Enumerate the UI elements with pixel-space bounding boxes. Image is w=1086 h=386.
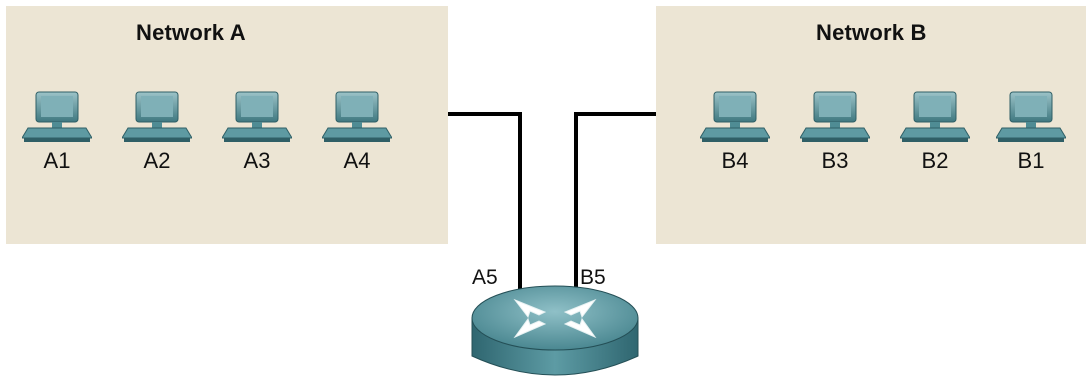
cable-b <box>574 112 656 300</box>
host-label: A4 <box>343 148 371 173</box>
host-b3[interactable]: B3 <box>800 88 870 188</box>
pc-icon <box>122 91 192 142</box>
host-b4[interactable]: B4 <box>700 88 770 188</box>
router[interactable] <box>470 282 640 381</box>
pc-icon <box>22 91 92 142</box>
pc-icon <box>700 91 770 142</box>
network-b-box: Network B B4 B3 <box>656 6 1086 244</box>
port-label-a5: A5 <box>472 266 498 289</box>
host-label: B4 <box>721 148 749 173</box>
host-label: B3 <box>821 148 849 173</box>
host-a4[interactable]: A4 <box>322 88 392 188</box>
host-a3[interactable]: A3 <box>222 88 292 188</box>
host-label: A1 <box>43 148 71 173</box>
network-a-box: Network A A1 <box>6 6 448 244</box>
router-icon <box>471 285 639 376</box>
host-label: A3 <box>243 148 271 173</box>
pc-icon <box>800 91 870 142</box>
host-b1[interactable]: B1 <box>996 88 1066 188</box>
cable-a <box>448 112 522 300</box>
pc-icon <box>900 91 970 142</box>
port-label-b5: B5 <box>580 266 606 289</box>
host-b2[interactable]: B2 <box>900 88 970 188</box>
host-a2[interactable]: A2 <box>122 88 192 188</box>
host-a1[interactable]: A1 <box>22 88 92 188</box>
pc-icon <box>996 91 1066 142</box>
host-label: B2 <box>921 148 949 173</box>
pc-icon <box>222 91 292 142</box>
pc-icon <box>322 91 392 142</box>
host-label: B1 <box>1017 148 1045 173</box>
network-a-title: Network A <box>136 20 246 45</box>
network-b-title: Network B <box>816 20 927 45</box>
host-label: A2 <box>143 148 171 173</box>
